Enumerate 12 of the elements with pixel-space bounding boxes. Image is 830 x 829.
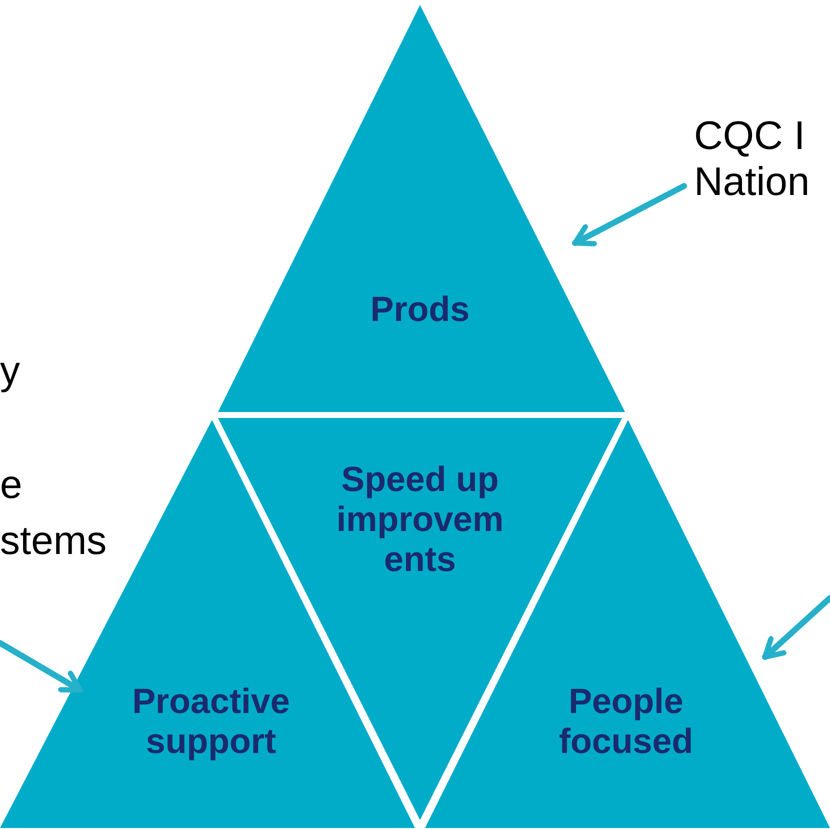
segment-label: People focused xyxy=(558,682,694,762)
cut-off-text: stems xyxy=(0,518,107,564)
arrow xyxy=(0,640,83,693)
triangle-segment xyxy=(218,5,625,412)
segment-label: Prods xyxy=(369,290,471,330)
arrow xyxy=(762,595,830,660)
arrow xyxy=(572,183,687,246)
cut-off-text: y xyxy=(0,348,20,394)
segment-label: Speed up improvem ents xyxy=(335,460,505,580)
cut-off-text: e xyxy=(0,462,22,508)
segment-label: Proactive support xyxy=(131,682,291,762)
note-text: CQC I Nation xyxy=(694,113,830,205)
